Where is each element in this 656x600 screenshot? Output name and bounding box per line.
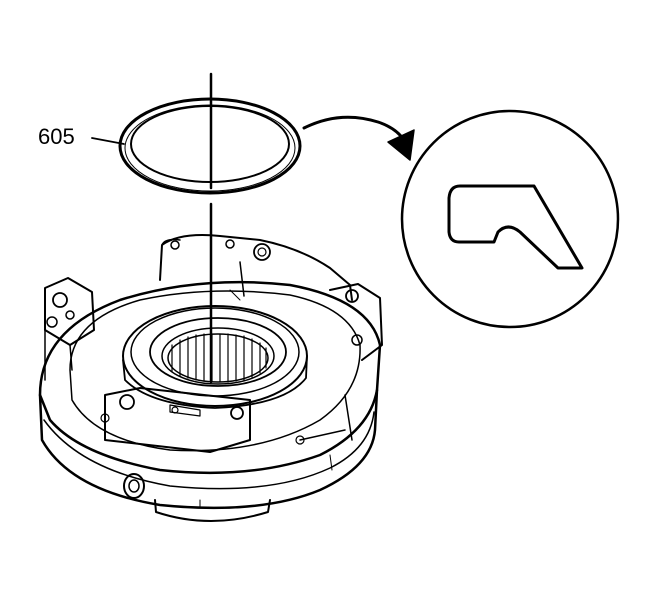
spline-teeth	[171, 333, 267, 383]
detail-arrow-head	[387, 129, 415, 161]
pump-housing	[38, 234, 383, 522]
mounting-boss-left	[44, 277, 95, 381]
callout-605-label: 605	[38, 124, 75, 149]
mounting-boss-right	[299, 283, 383, 471]
detail-view	[400, 109, 620, 329]
housing-rim	[38, 280, 382, 475]
side-port	[123, 473, 145, 499]
seal-cross-section-profile	[447, 184, 584, 270]
housing-front-flange	[100, 387, 305, 453]
housing-base	[38, 388, 379, 522]
callout-605-leader	[91, 137, 125, 145]
housing-hub	[122, 305, 308, 409]
housing-upper-section	[159, 234, 353, 301]
detail-arrow	[302, 115, 406, 142]
